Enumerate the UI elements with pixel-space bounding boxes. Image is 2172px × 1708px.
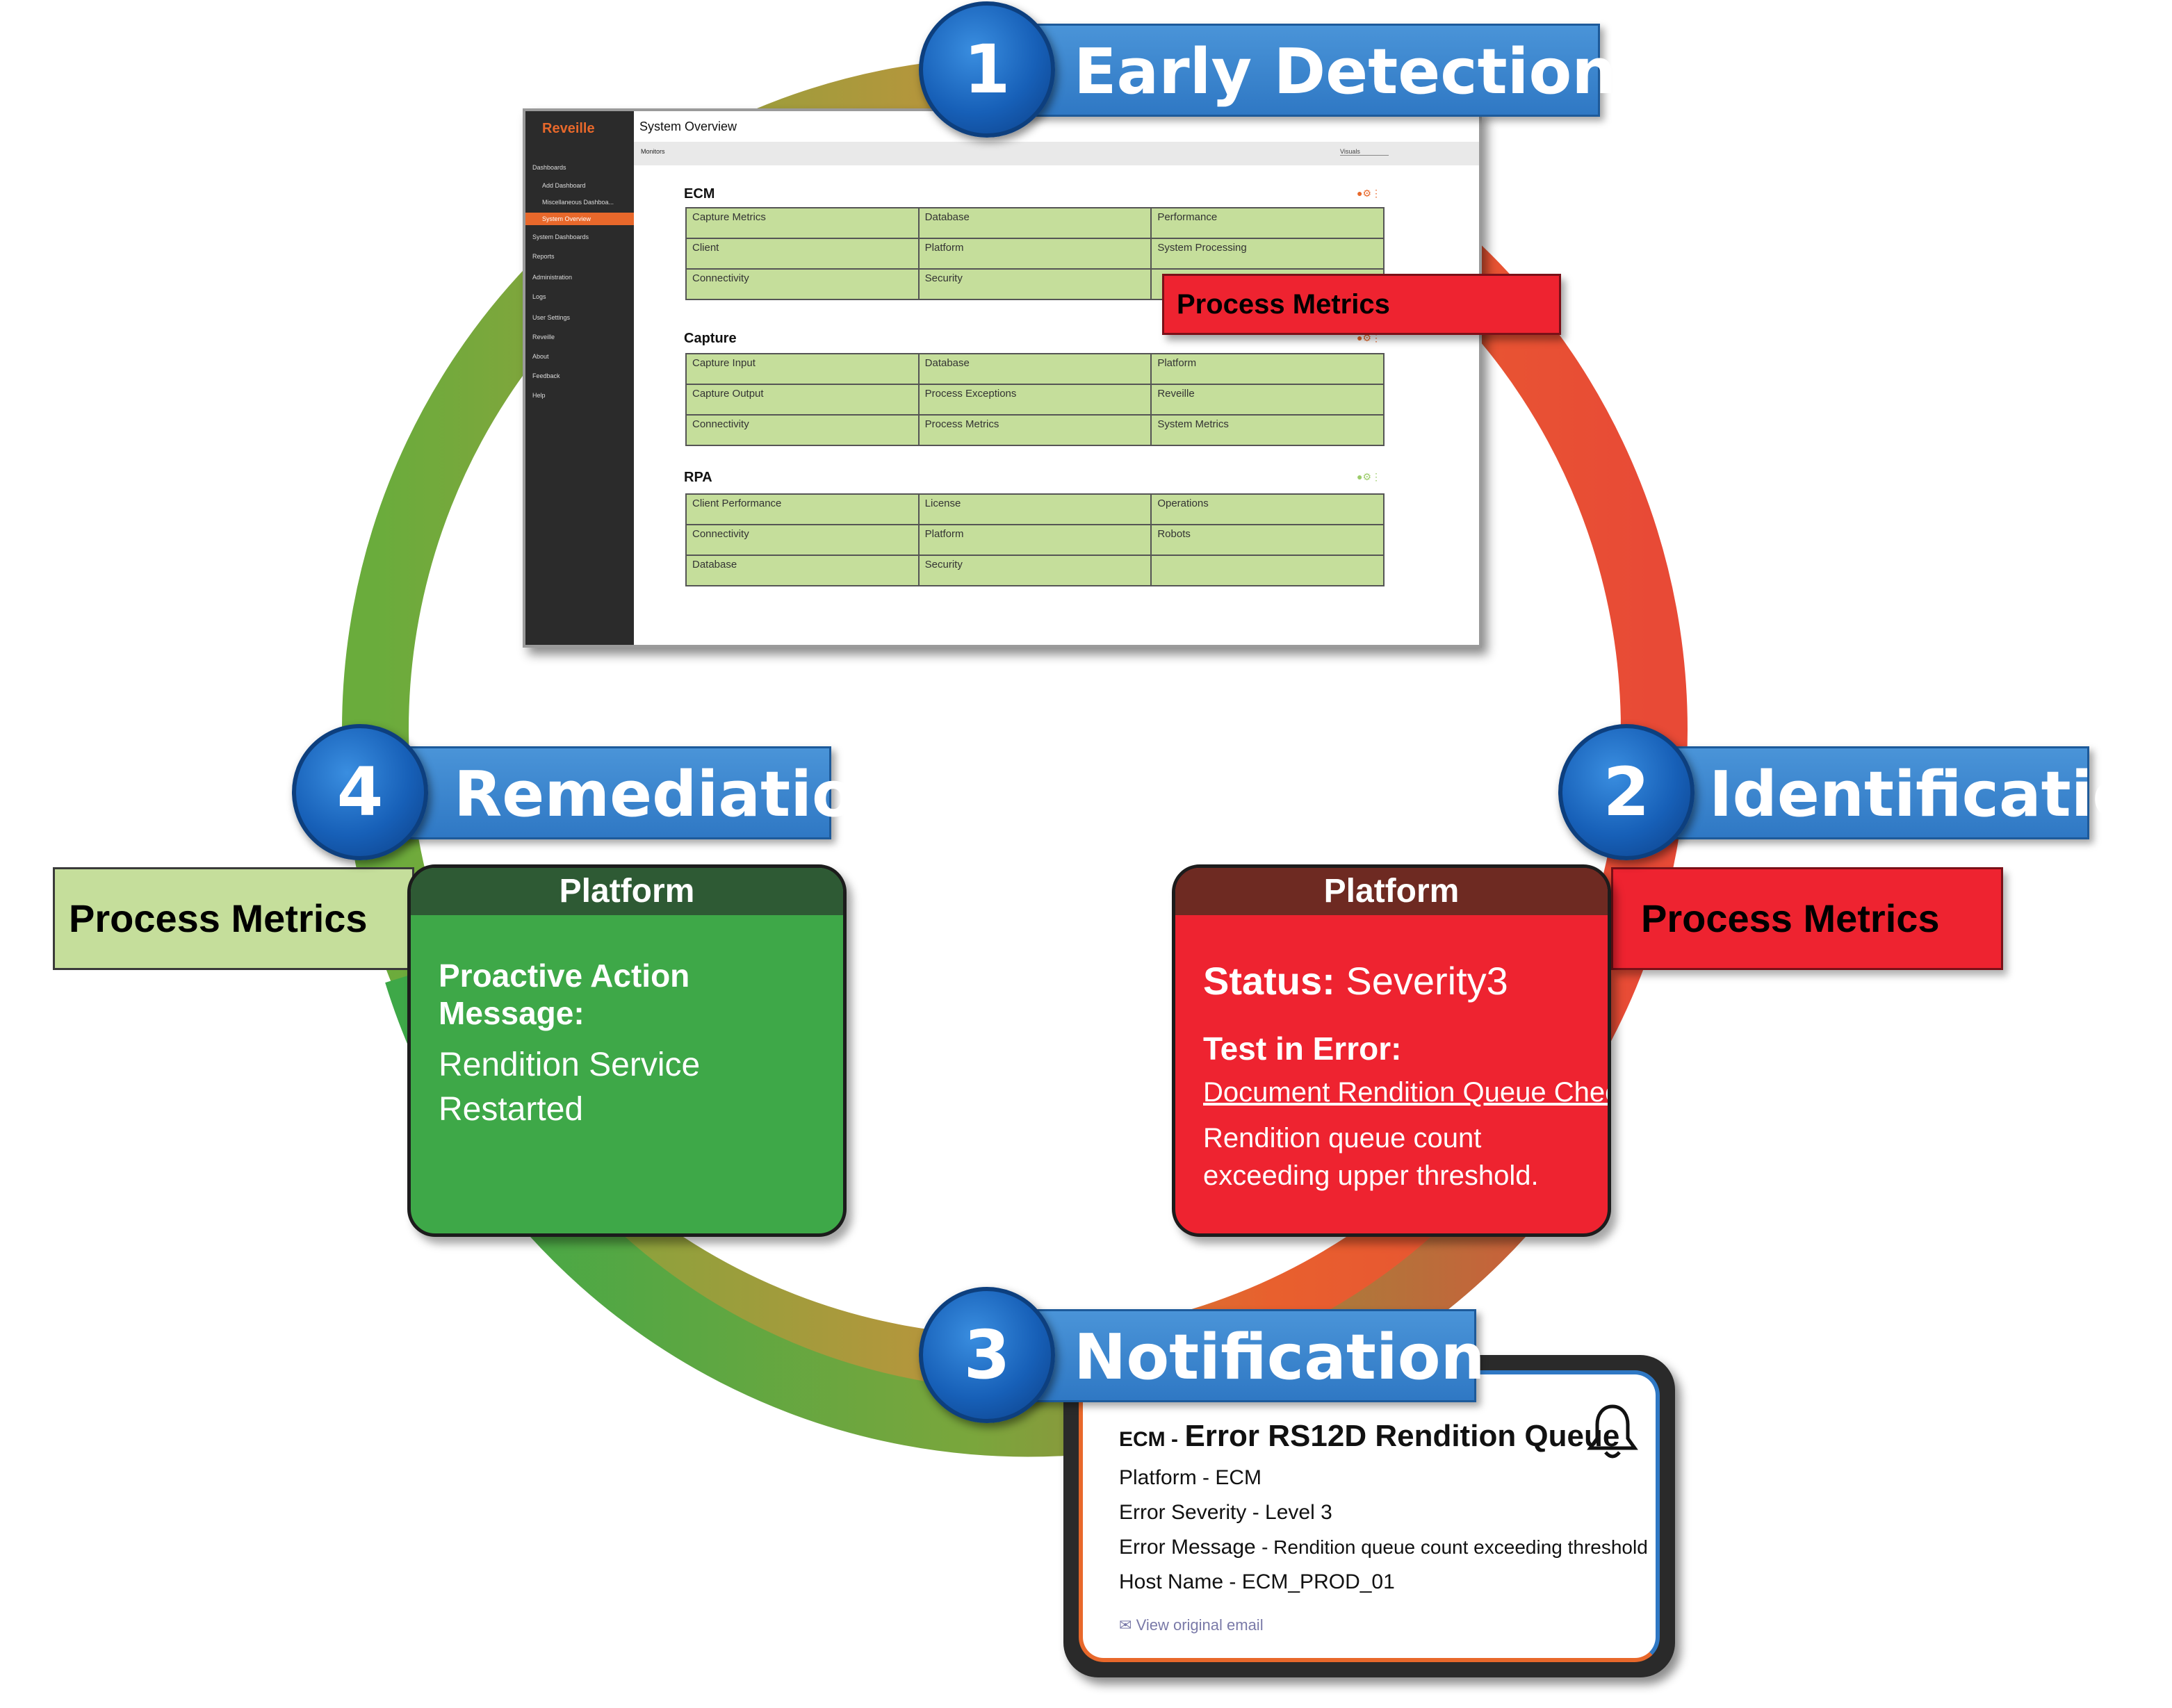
monitor-cell[interactable]: Security <box>917 268 1152 300</box>
section-title-rpa: RPA <box>684 470 712 485</box>
mail-icon: ✉ <box>1119 1616 1132 1634</box>
monitor-cell[interactable]: Database <box>917 207 1152 239</box>
remediation-card-header: Platform <box>411 868 843 915</box>
monitor-cell[interactable]: Security <box>917 555 1152 586</box>
error-message-line1: Rendition queue count <box>1203 1123 1482 1153</box>
monitor-cell[interactable]: Connectivity <box>685 524 920 556</box>
section-title-ecm: ECM <box>684 186 715 202</box>
monitor-cell[interactable]: Client <box>685 238 920 270</box>
step-number-1: 1 <box>919 1 1055 138</box>
step-label-early-detection: Early Detection <box>994 24 1616 117</box>
reveille-logo: Reveille <box>542 121 595 136</box>
monitor-cell[interactable]: Capture Output <box>685 384 920 416</box>
monitor-cell[interactable]: Platform <box>917 238 1152 270</box>
section-title-capture: Capture <box>684 331 737 346</box>
notification-panel: ECM - Error RS12D Rendition Queue Platfo… <box>1079 1370 1660 1662</box>
monitor-cell[interactable]: Connectivity <box>685 414 920 446</box>
monitor-cell[interactable]: Capture Metrics <box>685 207 920 239</box>
monitor-cell[interactable]: Process Exceptions <box>917 384 1152 416</box>
notification-title: Error RS12D Rendition Queue <box>1184 1419 1620 1453</box>
sidebar-item-system-dashboards[interactable]: System Dashboards <box>532 233 589 240</box>
rpa-status-dot-icon: ●⚙⋮ <box>1357 471 1382 482</box>
sidebar-item-system-overview[interactable]: System Overview <box>525 213 634 225</box>
notification-host: Host Name - ECM_PROD_01 <box>1119 1570 1395 1593</box>
monitor-cell[interactable]: Database <box>917 353 1152 385</box>
step-label-remediation: Remediation <box>359 746 899 839</box>
process-metrics-alert-callout: Process Metrics <box>1162 274 1561 335</box>
step-label-notification: Notification <box>994 1309 1485 1402</box>
ecm-grid: Capture Metrics Database Performance Cli… <box>685 207 1385 300</box>
sidebar-item-about[interactable]: About <box>532 353 549 360</box>
rpa-grid: Client Performance License Operations Co… <box>685 493 1385 586</box>
monitor-cell[interactable]: Platform <box>917 524 1152 556</box>
notification-platform: Platform - ECM <box>1119 1466 1262 1489</box>
dashboard-screenshot: Reveille Dashboards Add Dashboard Miscel… <box>523 108 1482 648</box>
sidebar-item-feedback[interactable]: Feedback <box>532 372 560 379</box>
monitor-cell[interactable]: Reveille <box>1150 384 1385 416</box>
view-original-email-link[interactable]: View original email <box>1136 1616 1264 1634</box>
test-link[interactable]: Document Rendition Queue Check <box>1203 1077 1611 1108</box>
capture-status-dot-icon: ●⚙⋮ <box>1357 332 1382 343</box>
visuals-select[interactable]: Visuals <box>1340 148 1389 156</box>
step-number-2: 2 <box>1558 724 1695 860</box>
monitor-cell[interactable]: Operations <box>1150 493 1385 525</box>
notification-email: ECM - Error RS12D Rendition Queue Platfo… <box>1063 1355 1675 1677</box>
identification-card-header: Platform <box>1175 868 1608 915</box>
monitor-cell[interactable]: Client Performance <box>685 493 920 525</box>
step-label-identification: Identification <box>1624 746 2172 839</box>
process-metrics-error-box: Process Metrics <box>1611 867 2003 970</box>
notification-error-text: - Rendition queue count exceeding thresh… <box>1261 1536 1648 1558</box>
sidebar-item-add-dashboard[interactable]: Add Dashboard <box>542 182 586 189</box>
step-number-4: 4 <box>292 724 428 860</box>
notification-prefix: ECM - <box>1119 1428 1178 1451</box>
action-label: Proactive Action Message: <box>439 958 690 1031</box>
monitor-cell[interactable]: Connectivity <box>685 268 920 300</box>
monitor-cell[interactable] <box>1150 555 1385 586</box>
step-number-3: 3 <box>919 1287 1055 1423</box>
error-message-line2: exceeding upper threshold. <box>1203 1160 1539 1191</box>
monitor-cell[interactable]: Process Metrics <box>917 414 1152 446</box>
monitor-cell[interactable]: Robots <box>1150 524 1385 556</box>
capture-grid: Capture Input Database Platform Capture … <box>685 353 1385 446</box>
remediation-card: Platform Proactive Action Message: Rendi… <box>407 864 847 1237</box>
dashboard-title: System Overview <box>639 120 737 133</box>
sidebar-item-misc[interactable]: Miscellaneous Dashboa... <box>542 199 614 206</box>
monitors-label: Monitors <box>641 148 665 155</box>
sidebar-item-reveille[interactable]: Reveille <box>532 334 555 340</box>
ecm-status-dot-icon: ●⚙⋮ <box>1357 188 1382 199</box>
notification-severity: Error Severity - Level 3 <box>1119 1501 1332 1524</box>
monitor-cell[interactable]: License <box>917 493 1152 525</box>
status-label: Status: <box>1203 959 1335 1003</box>
notification-error-label: Error Message <box>1119 1536 1256 1559</box>
bell-icon <box>1586 1402 1639 1461</box>
sidebar-item-reports[interactable]: Reports <box>532 253 555 260</box>
sidebar-item-logs[interactable]: Logs <box>532 293 546 300</box>
monitor-cell[interactable]: Database <box>685 555 920 586</box>
sidebar-item-user-settings[interactable]: User Settings <box>532 314 571 321</box>
process-metrics-ok-box: Process Metrics <box>53 867 414 970</box>
sidebar-item-dashboards[interactable]: Dashboards <box>532 164 566 171</box>
monitor-cell[interactable]: Capture Input <box>685 353 920 385</box>
monitor-cell[interactable]: Platform <box>1150 353 1385 385</box>
action-message-line1: Rendition Service <box>439 1046 701 1083</box>
monitor-cell[interactable]: System Processing <box>1150 238 1385 270</box>
test-label: Test in Error: <box>1203 1030 1402 1067</box>
monitor-cell[interactable]: System Metrics <box>1150 414 1385 446</box>
dashboard-sidebar: Reveille Dashboards Add Dashboard Miscel… <box>525 111 634 645</box>
dashboard-subbar: Monitors Visuals <box>634 142 1479 165</box>
status-value: Severity3 <box>1346 959 1508 1003</box>
monitor-cell[interactable]: Performance <box>1150 207 1385 239</box>
identification-card: Platform Status: Severity3 Test in Error… <box>1172 864 1611 1237</box>
sidebar-item-help[interactable]: Help <box>532 392 546 399</box>
action-message-line2: Restarted <box>439 1091 584 1128</box>
sidebar-item-administration[interactable]: Administration <box>532 274 573 281</box>
